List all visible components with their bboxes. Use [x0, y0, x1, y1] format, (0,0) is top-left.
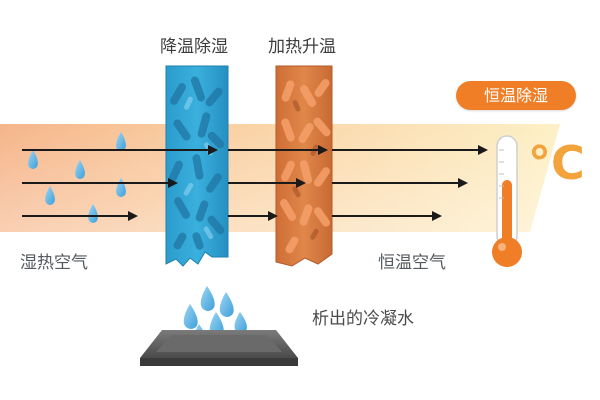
- water-drop-icon: [234, 312, 247, 333]
- thermometer-icon: [492, 135, 522, 267]
- cooling-dehumidify-label: 降温除湿: [160, 37, 228, 57]
- water-drop-icon: [75, 160, 85, 179]
- water-drop-icon: [200, 286, 215, 311]
- humid-air-drops: [28, 132, 126, 223]
- constant-temp-air-label: 恒温空气: [378, 253, 446, 273]
- water-drop-icon: [219, 292, 234, 317]
- cooling-coil: [165, 65, 229, 267]
- water-drop-icon: [183, 304, 198, 329]
- humid-hot-air-label: 湿热空气: [20, 253, 88, 273]
- heating-label: 加热升温: [268, 37, 336, 57]
- water-drop-icon: [45, 186, 55, 205]
- water-drop-icon: [28, 150, 38, 169]
- drain-tray-icon: [140, 330, 298, 366]
- heating-coil: [275, 65, 333, 267]
- water-drop-icon: [88, 204, 98, 223]
- water-drop-icon: [116, 132, 126, 151]
- constant-dehumidify-badge: 恒温除湿: [456, 81, 576, 110]
- condensate-label: 析出的冷凝水: [312, 309, 414, 329]
- airflow-arrows: [22, 145, 488, 221]
- celsius-symbol: °C: [528, 136, 585, 190]
